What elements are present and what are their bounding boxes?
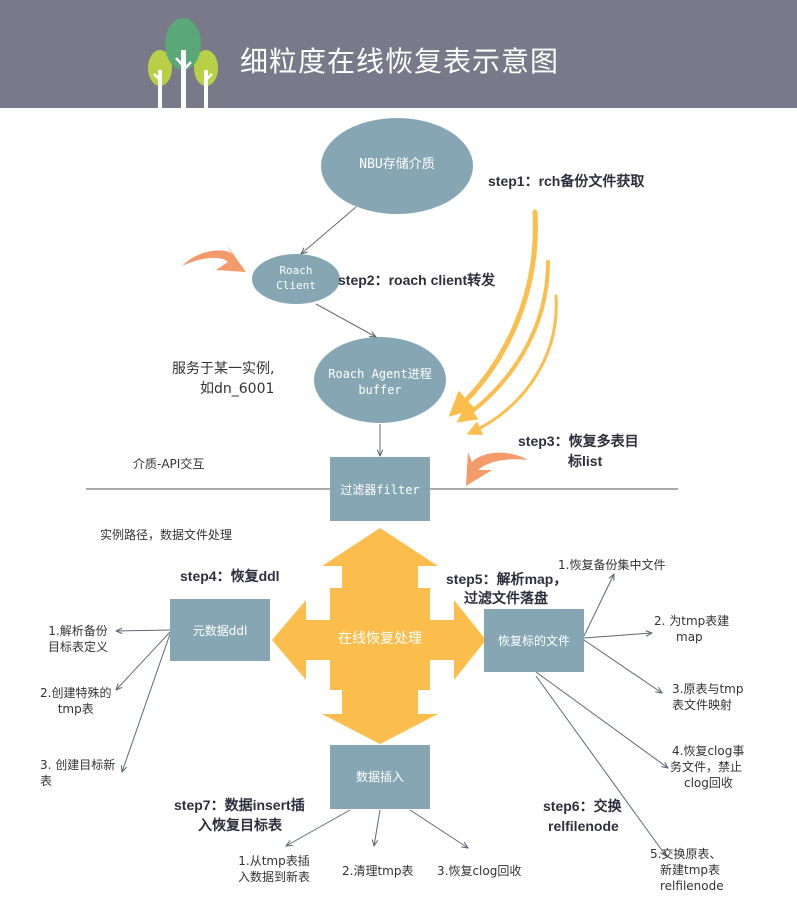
roach-agent-label-line2: buffer bbox=[358, 383, 402, 397]
api-note: 介质-API交互 bbox=[133, 457, 205, 471]
insert-item-3: 3.恢复clog回收 bbox=[437, 864, 522, 878]
step5-label-line2: 过滤文件落盘 bbox=[464, 590, 548, 606]
roach-client-node bbox=[252, 254, 340, 304]
filter-node bbox=[330, 457, 430, 521]
center-cross-arrows bbox=[272, 528, 486, 744]
data-insert-label: 数据插入 bbox=[355, 770, 404, 784]
filter-label: 过滤器filter bbox=[340, 483, 420, 497]
roach-agent-label-line1: Roach Agent进程 bbox=[328, 367, 432, 381]
instance-path-note: 实例路径，数据文件处理 bbox=[100, 528, 233, 542]
restore-files-label: 恢复标的文件 bbox=[497, 634, 570, 648]
online-restore-label: 在线恢复处理 bbox=[338, 631, 422, 647]
page-title: 细粒度在线恢复表示意图 bbox=[240, 45, 560, 78]
insert-item-2: 2.清理tmp表 bbox=[342, 864, 414, 878]
step7-label-line2: 入恢复目标表 bbox=[198, 817, 282, 833]
nbu-node bbox=[321, 118, 473, 214]
online-restore-node bbox=[330, 588, 430, 690]
step2-label: step2：roach client转发 bbox=[338, 272, 496, 288]
restore-item-1: 1.恢复备份集中文件 bbox=[558, 558, 666, 572]
yellow-swoosh-arrows bbox=[448, 209, 558, 436]
restore-files-node bbox=[484, 609, 584, 672]
step7-label-line1: step7：数据insert插 bbox=[174, 797, 305, 813]
metadata-label: 元数据ddl bbox=[192, 624, 248, 638]
serve-note-line1: 服务于某一实例, bbox=[172, 361, 275, 377]
ddl-item-3: 3. 创建目标新表 bbox=[40, 758, 116, 789]
nbu-label: NBU存储介质 bbox=[359, 157, 435, 172]
metadata-node bbox=[170, 599, 270, 661]
tree-logo-icon bbox=[148, 18, 218, 108]
step6-label-line2: relfilenode bbox=[548, 818, 619, 834]
data-insert-node bbox=[330, 745, 430, 809]
step1-label: step1：rch备份文件获取 bbox=[488, 173, 645, 189]
step3-label-line2: 标list bbox=[568, 453, 603, 469]
step3-label-line1: step3：恢复多表目 bbox=[518, 433, 639, 449]
roach-agent-node bbox=[314, 337, 446, 423]
serve-note-line2: 如dn_6001 bbox=[200, 381, 275, 397]
ddl-item-1: 1.解析备份目标表定义 bbox=[48, 624, 109, 655]
insert-item-1: 1.从tmp表插入数据到新表 bbox=[238, 854, 311, 885]
step4-label: step4：恢复ddl bbox=[180, 568, 280, 584]
orange-swoosh-arrows bbox=[182, 244, 528, 486]
roach-client-label: Roach Client bbox=[276, 264, 316, 292]
step6-label-line1: step6：交换 bbox=[543, 798, 622, 814]
step5-label-line1: step5：解析map， bbox=[446, 571, 568, 587]
header-bar bbox=[0, 0, 797, 108]
